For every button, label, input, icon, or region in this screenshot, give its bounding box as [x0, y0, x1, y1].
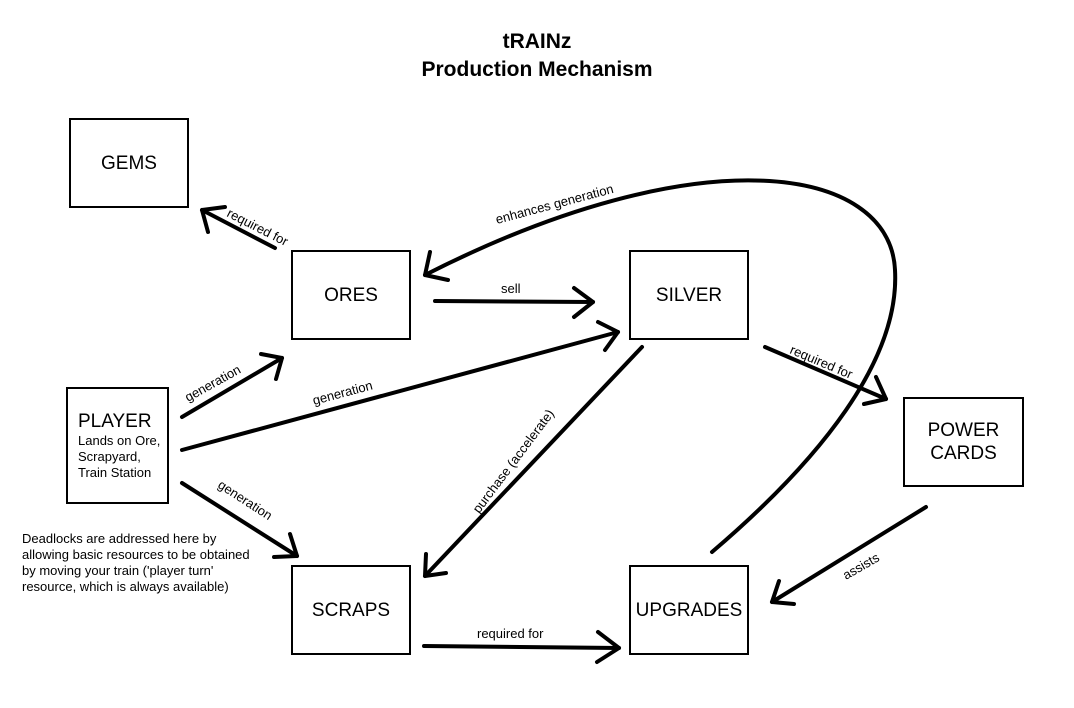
- label-player-to-silver: generation: [311, 378, 374, 408]
- edge-ores-to-gems: [200, 205, 277, 250]
- node-silver: SILVER: [629, 250, 749, 340]
- player-description: Lands on Ore, Scrapyard, Train Station: [78, 433, 161, 480]
- label-ores-to-silver: sell: [501, 281, 521, 296]
- label-silver-to-scraps: purchase (accelerate): [469, 406, 557, 515]
- diagram-title: tRAINz: [502, 30, 572, 53]
- node-player: PLAYER Lands on Ore, Scrapyard, Train St…: [66, 387, 169, 504]
- edge-player-to-silver: [180, 320, 620, 452]
- edge-ores-to-silver: [433, 286, 595, 319]
- label-player-to-scraps: generation: [215, 477, 275, 523]
- edge-player-to-ores: [180, 352, 284, 419]
- edge-silver-to-scraps: [423, 345, 644, 578]
- player-name: PLAYER: [78, 411, 152, 432]
- edge-scraps-to-upgrades: [422, 630, 621, 664]
- node-upgrades: UPGRADES: [629, 565, 749, 655]
- edge-silver-to-power-cards: [763, 345, 888, 406]
- edge-power-cards-to-upgrades: [770, 505, 928, 606]
- deadlock-note: Deadlocks are addressed here by allowing…: [22, 531, 250, 594]
- node-scraps: SCRAPS: [291, 565, 411, 655]
- node-gems: GEMS: [69, 118, 189, 208]
- diagram-subtitle: Production Mechanism: [421, 58, 653, 81]
- label-scraps-to-upgrades: required for: [477, 626, 544, 641]
- node-ores: ORES: [291, 250, 411, 340]
- node-power-cards: POWER CARDS: [903, 397, 1024, 487]
- edge-upgrades-to-ores: [423, 178, 898, 554]
- edge-player-to-scraps: [180, 481, 299, 559]
